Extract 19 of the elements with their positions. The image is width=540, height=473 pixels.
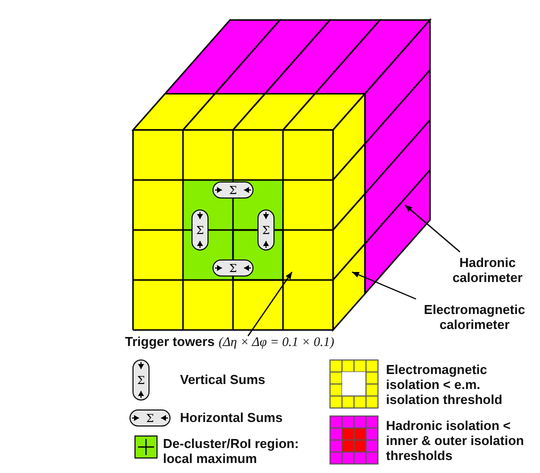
legend-label: Horizontal Sums xyxy=(180,410,283,425)
callout-label: Hadronic calorimeter xyxy=(440,255,535,285)
sigma-symbol: Σ xyxy=(196,224,204,237)
sigma-symbol: Σ xyxy=(146,412,154,425)
electromagnetic-calorimeter-face xyxy=(132,129,334,331)
legend-label: Hadronic isolation < inner & outer isolation thresholds xyxy=(386,418,525,463)
leader-line xyxy=(404,204,460,252)
legend-label: Vertical Sums xyxy=(180,372,266,387)
sigma-symbol: Σ xyxy=(137,374,145,387)
sigma-symbol: Σ xyxy=(229,184,237,197)
leader-line xyxy=(352,271,416,300)
leader-line xyxy=(248,272,292,336)
legend-label: De-cluster/RoI region: local maximum xyxy=(163,436,300,466)
callout-label: Trigger towers xyxy=(125,334,215,349)
formula-text: (Δη × Δφ = 0.1 × 0.1) xyxy=(218,334,334,349)
sigma-symbol: Σ xyxy=(262,224,270,237)
legend-label: Electromagnetic isolation < e.m. isolation threshold xyxy=(386,362,504,407)
callout-label: Electromagnetic calorimeter xyxy=(412,302,537,332)
sigma-symbol: Σ xyxy=(229,262,237,275)
